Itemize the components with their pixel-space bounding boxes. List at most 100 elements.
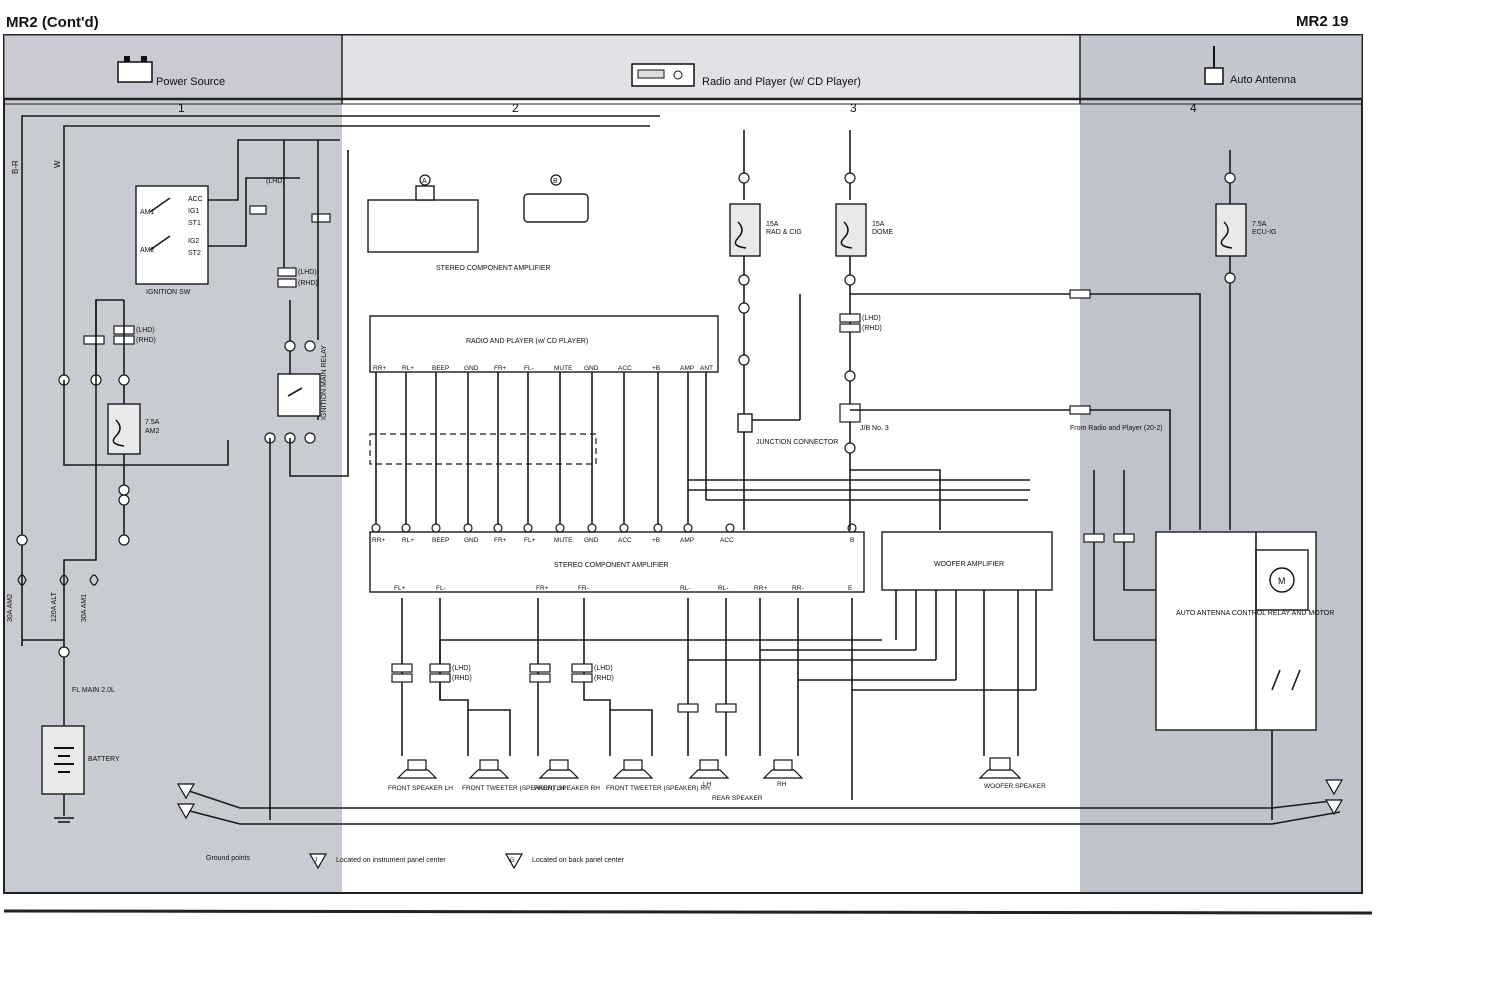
svg-text:AMP: AMP (680, 537, 694, 544)
svg-text:FL+: FL+ (524, 537, 536, 544)
speaker-front-rh: FRONT SPEAKER RH (534, 759, 600, 792)
svg-text:RL+: RL+ (402, 537, 414, 544)
radio-and-player (369, 315, 719, 373)
svg-text:RH: RH (777, 781, 787, 788)
svg-text:A: A (422, 178, 427, 185)
stereo-amp-connector-label: STEREO COMPONENT AMPLIFIER (436, 265, 551, 272)
svg-text:AUTO ANTENNA CONTROL RELAY AND: AUTO ANTENNA CONTROL RELAY AND MOTOR (1176, 610, 1334, 617)
svg-text:(RHD): (RHD) (298, 280, 318, 287)
svg-text:ST2: ST2 (188, 250, 201, 257)
ground-symbol-j-right (1324, 779, 1344, 796)
svg-text:B: B (850, 537, 854, 544)
motor-icon (1269, 567, 1295, 593)
center-panel (342, 35, 1082, 893)
svg-text:FL+: FL+ (394, 585, 406, 592)
svg-text:(RHD): (RHD) (862, 325, 882, 332)
svg-text:RR+: RR+ (373, 365, 386, 372)
stereo-component-amplifier (369, 531, 865, 593)
svg-text:IG1: IG1 (188, 208, 199, 215)
svg-text:ACC: ACC (618, 537, 632, 544)
column-2: 2 (512, 101, 519, 115)
svg-text:FRONT TWEETER (SPEAKER) LH: FRONT TWEETER (SPEAKER) LH (462, 785, 565, 792)
svg-text:AMP: AMP (680, 365, 694, 372)
svg-text:J: J (314, 858, 317, 864)
svg-text:WOOFER SPEAKER: WOOFER SPEAKER (984, 783, 1046, 790)
svg-text:30A AM2: 30A AM2 (7, 594, 14, 622)
svg-text:MUTE: MUTE (554, 537, 573, 544)
svg-text:FL-: FL- (436, 585, 446, 592)
battery-icon (117, 56, 153, 83)
shield-dashed (369, 433, 597, 465)
radio-wires (375, 372, 707, 530)
speaker-front-tweeter-rh: FRONT TWEETER (SPEAKER) RH (606, 759, 710, 792)
ground-legend-g-icon (504, 853, 524, 870)
battery (41, 725, 85, 795)
ground-legend-back-panel: Located on back panel center (532, 857, 625, 864)
woofer-amplifier (881, 531, 1053, 591)
svg-text:J/B No. 3: J/B No. 3 (860, 425, 889, 432)
svg-text:RAD & CIG: RAD & CIG (766, 229, 802, 236)
svg-text:GND: GND (464, 365, 479, 372)
page-title-right: MR2 19 (1296, 13, 1349, 30)
svg-text:RR+: RR+ (372, 537, 385, 544)
svg-text:IG2: IG2 (188, 238, 199, 245)
svg-text:RR+: RR+ (754, 585, 767, 592)
svg-text:LH: LH (703, 781, 712, 788)
svg-text:IGNITION MAIN RELAY: IGNITION MAIN RELAY (321, 345, 328, 420)
speaker-woofer: WOOFER SPEAKER (978, 757, 1046, 790)
svg-text:AM2: AM2 (140, 247, 155, 254)
svg-text:FL-: FL- (524, 365, 534, 372)
svg-text:RR-: RR- (792, 585, 804, 592)
svg-text:FRONT SPEAKER LH: FRONT SPEAKER LH (388, 785, 453, 792)
svg-text:BEEP: BEEP (432, 365, 449, 372)
bottom-rule (3, 909, 1373, 915)
svg-text:30A AM1: 30A AM1 (81, 594, 88, 622)
connector-a-view: A (367, 174, 479, 253)
amp-output-labels: FL+ FL- FR+ FR- RL- RL- RR+ RR- E (394, 585, 853, 592)
svg-text:MUTE: MUTE (554, 365, 573, 372)
svg-text:120A ALT: 120A ALT (51, 591, 58, 622)
svg-text:ECU-IG: ECU-IG (1252, 229, 1277, 236)
svg-text:RADIO AND PLAYER (w/ CD PLAYER: RADIO AND PLAYER (w/ CD PLAYER) (466, 338, 588, 345)
svg-text:BEEP: BEEP (432, 537, 449, 544)
svg-text:RL-: RL- (718, 585, 728, 592)
speaker-front-tweeter-lh: FRONT TWEETER (SPEAKER) LH (462, 759, 565, 792)
svg-text:FL MAIN 2.0L: FL MAIN 2.0L (72, 687, 115, 694)
ground-legend-j-icon (308, 853, 328, 870)
svg-text:(RHD): (RHD) (594, 675, 614, 682)
section-radio-player: Radio and Player (w/ CD Player) (702, 76, 861, 88)
svg-text:ST1: ST1 (188, 220, 201, 227)
junction-connector (737, 413, 753, 433)
svg-text:(RHD): (RHD) (136, 337, 156, 344)
column-3: 3 (850, 101, 857, 115)
svg-text:ACC: ACC (618, 365, 632, 372)
ground-symbol-g-right (1324, 799, 1344, 816)
svg-text:7.5A: 7.5A (145, 419, 160, 426)
svg-text:RL+: RL+ (402, 365, 414, 372)
svg-text:(LHD): (LHD) (298, 269, 317, 276)
svg-text:JUNCTION CONNECTOR: JUNCTION CONNECTOR (756, 439, 838, 446)
svg-text:7.5A: 7.5A (1252, 221, 1267, 228)
svg-text:(RHD): (RHD) (452, 675, 472, 682)
radio-icon (631, 63, 695, 87)
svg-text:ANT: ANT (700, 365, 713, 372)
svg-text:M: M (1278, 576, 1286, 586)
fuse-am2 (107, 403, 141, 455)
section-power-source: Power Source (156, 76, 225, 88)
svg-text:(LHD): (LHD) (862, 315, 881, 322)
svg-text:W: W (53, 160, 62, 168)
svg-text:G: G (510, 858, 515, 864)
svg-text:STEREO COMPONENT AMPLIFIER: STEREO COMPONENT AMPLIFIER (554, 562, 669, 569)
amp-terminal-labels: RR+ RL+ BEEP GND FR+ FL+ MUTE GND ACC +B… (372, 537, 854, 544)
svg-text:B: B (553, 178, 558, 185)
page-title-left: MR2 (Cont'd) (6, 14, 99, 31)
svg-text:(LHD): (LHD) (266, 178, 285, 185)
ignition-switch (135, 185, 209, 285)
svg-text:FR-: FR- (578, 585, 589, 592)
ground-symbol-j-left (176, 783, 196, 800)
svg-text:(LHD): (LHD) (452, 665, 471, 672)
svg-text:15A: 15A (872, 221, 885, 228)
svg-text:+B: +B (652, 365, 660, 372)
svg-text:FRONT SPEAKER RH: FRONT SPEAKER RH (534, 785, 600, 792)
